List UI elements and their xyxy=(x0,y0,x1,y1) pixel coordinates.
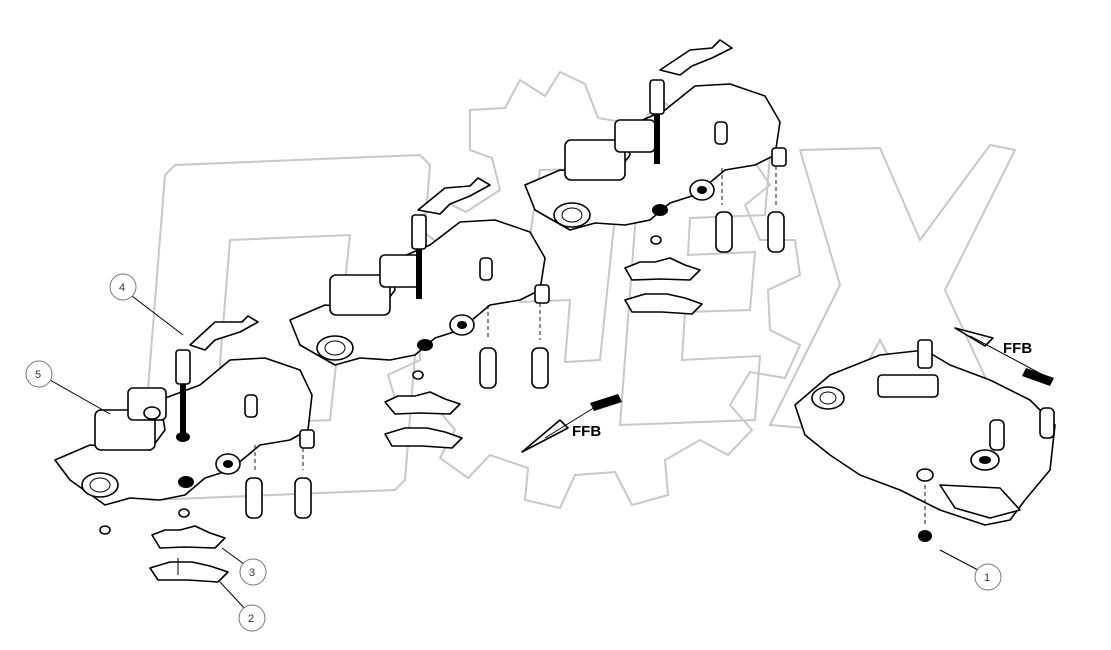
callout-1: 1 xyxy=(939,549,1002,591)
callout-3-label: 3 xyxy=(249,567,255,579)
callout-1-label: 1 xyxy=(984,572,990,584)
callout-2-label: 2 xyxy=(248,613,254,625)
rocker-arm-assembly-installed xyxy=(794,339,1056,542)
rocker-arm-assembly-top xyxy=(524,39,787,315)
callout-5-label: 5 xyxy=(35,369,41,381)
direction-arrow-lower xyxy=(521,394,622,453)
callout-4: 4 xyxy=(109,273,184,336)
callout-4-label: 4 xyxy=(119,282,125,294)
rocker-arm-assembly-middle xyxy=(289,177,550,449)
callout-5: 5 xyxy=(25,360,111,415)
direction-label-lower: FFB xyxy=(572,423,601,440)
callout-3: 3 xyxy=(221,547,267,586)
callout-2: 2 xyxy=(219,581,266,632)
direction-label-right: FFB xyxy=(1003,340,1032,357)
rocker-arm-assembly-left xyxy=(54,315,315,583)
direction-arrow-right xyxy=(954,327,1054,386)
